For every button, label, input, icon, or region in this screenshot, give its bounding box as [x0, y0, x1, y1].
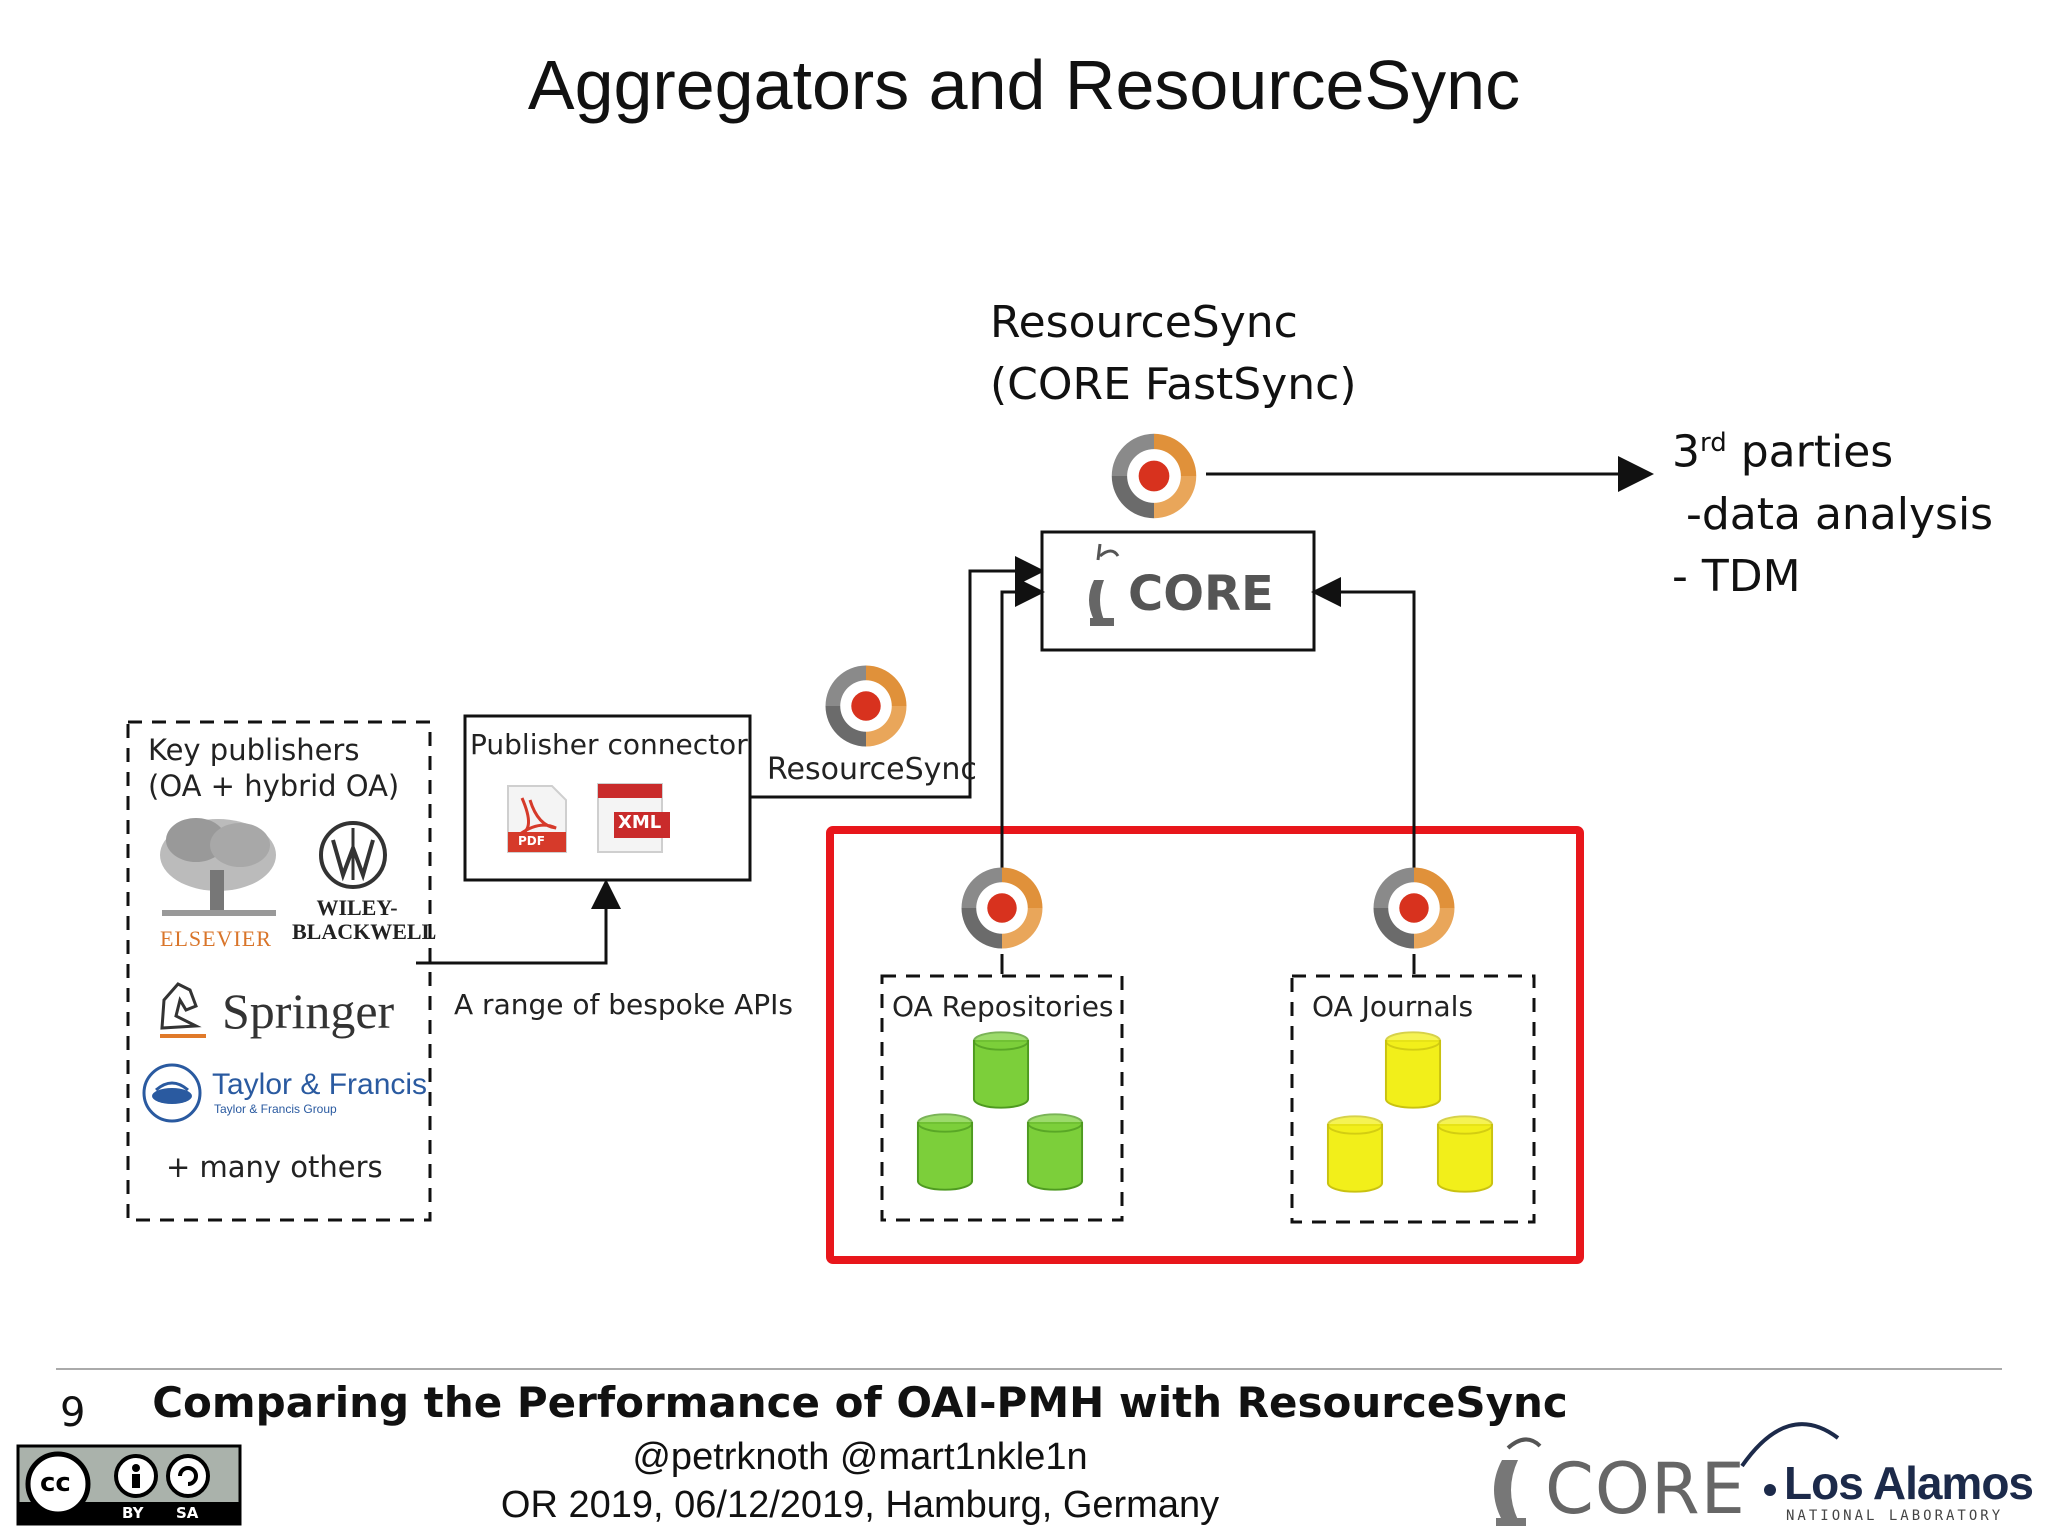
wiley-line2: BLACKWELL — [292, 919, 437, 944]
core-box-label: CORE — [1128, 566, 1274, 622]
cc-by-label: BY — [122, 1504, 144, 1522]
highlight-box — [826, 826, 1584, 1264]
publisher-connector-title: Publisher connector — [470, 728, 748, 761]
journal-cylinder — [1436, 1115, 1494, 1193]
los-alamos-swoosh-icon — [1740, 1422, 1840, 1496]
resourcesync-top-icon — [1111, 433, 1197, 519]
core-apple-icon — [1089, 543, 1120, 626]
footer-title: Comparing the Performance of OAI-PMH wit… — [152, 1378, 1568, 1427]
elsevier-tree-icon — [160, 818, 278, 920]
repository-cylinder — [916, 1113, 974, 1191]
oa-journals-label: OA Journals — [1312, 990, 1474, 1023]
oa-repositories-box — [880, 974, 1124, 1222]
los-alamos-subtitle: NATIONAL LABORATORY — [1786, 1508, 2004, 1524]
springer-logo-text: Springer — [222, 983, 395, 1039]
publishers-box — [126, 720, 432, 1222]
resourcesync-top-line1: ResourceSync — [990, 297, 1298, 348]
third-parties-label: 3rd parties -data analysis - TDM — [1672, 412, 1993, 608]
resourcesync-mid-label: ResourceSync — [767, 752, 977, 787]
key-publishers-line2: (OA + hybrid OA) — [148, 769, 400, 803]
journal-cylinder — [1384, 1031, 1442, 1109]
elsevier-logo-text: ELSEVIER — [160, 926, 272, 951]
core-footer-logo-text: CORE — [1545, 1448, 1746, 1530]
taylor-francis-icon — [142, 1063, 202, 1123]
repository-cylinder — [1026, 1113, 1084, 1191]
cc-license-badge — [16, 1444, 242, 1526]
resourcesync-mid-icon — [825, 665, 907, 747]
core-footer-apple-icon — [1494, 1437, 1542, 1526]
slide-title: Aggregators and ResourceSync — [527, 46, 1521, 124]
third-parties-tdm: - TDM — [1672, 550, 1801, 602]
bespoke-apis-label: A range of bespoke APIs — [454, 988, 793, 1021]
journals-sync-icon — [1373, 867, 1455, 949]
page-number: 9 — [60, 1390, 86, 1436]
key-publishers-title: Key publishers (OA + hybrid OA) — [148, 732, 399, 804]
repositories-to-core-arrow — [1000, 577, 1045, 868]
third-parties-data-analysis: -data analysis — [1672, 488, 1994, 540]
taylor-francis-logo-text: Taylor & Francis — [212, 1068, 428, 1101]
xml-label: XML — [618, 812, 662, 833]
oa-journals-box — [1290, 974, 1536, 1224]
footer-handles: @petrknoth @mart1nkle1n — [632, 1436, 1088, 1478]
third-parties-ordinal: 3 — [1672, 426, 1700, 478]
third-parties-suffix: rd — [1700, 428, 1727, 458]
resourcesync-top-line2: (CORE FastSync) — [990, 359, 1357, 410]
taylor-francis-group-text: Taylor & Francis Group — [214, 1102, 337, 1116]
wiley-blackwell-logo — [319, 821, 387, 889]
wiley-line1: WILEY- — [316, 895, 398, 920]
repository-cylinder — [972, 1031, 1030, 1109]
connector-to-core-arrow — [750, 556, 1045, 799]
repositories-sync-icon — [961, 867, 1043, 949]
third-parties-text: parties — [1726, 426, 1894, 478]
wiley-logo-text: WILEY- BLACKWELL — [292, 895, 437, 944]
oa-repositories-label: OA Repositories — [892, 990, 1114, 1023]
resourcesync-fastsync-label: ResourceSync (CORE FastSync) — [990, 292, 1357, 416]
los-alamos-logo-text: Los Alamos — [1784, 1457, 2034, 1509]
xml-icon — [597, 783, 670, 853]
key-publishers-line1: Key publishers — [148, 733, 360, 767]
journal-cylinder — [1326, 1115, 1384, 1193]
many-others-label: + many others — [166, 1150, 383, 1184]
journals-to-core-arrow — [1311, 577, 1416, 868]
springer-horse-icon — [160, 982, 206, 1038]
bespoke-apis-arrow — [416, 879, 621, 965]
pdf-icon — [507, 785, 567, 853]
pdf-label: PDF — [518, 834, 545, 848]
cc-icon: cc — [40, 1468, 71, 1498]
footer-event: OR 2019, 06/12/2019, Hamburg, Germany — [500, 1484, 1220, 1526]
cc-sa-label: SA — [176, 1504, 199, 1522]
